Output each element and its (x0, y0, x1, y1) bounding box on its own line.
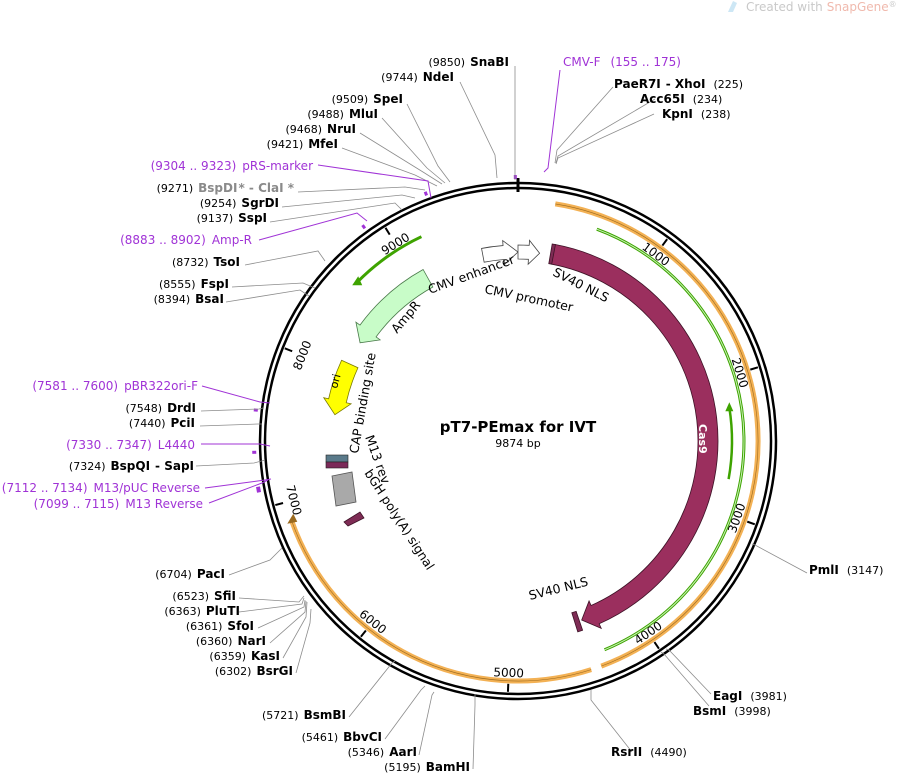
primer-mark-m13puc (256, 486, 261, 491)
label-cas9: Cas9 (696, 424, 709, 454)
watermark-prefix: Created with (746, 0, 823, 14)
enzyme-sfoi: (6361)SfoI (186, 619, 254, 633)
orange-arrowhead (287, 513, 298, 524)
primer-l4440: (7330 .. 7347)L4440 (66, 438, 195, 452)
enzyme-mlui: (9488)MluI (307, 107, 378, 121)
tick-label-5000: 5000 (493, 665, 524, 680)
label-ori: ori (327, 373, 343, 390)
tick-mark-3000 (746, 520, 756, 526)
feature-sv40-nls-2 (571, 610, 584, 633)
enzyme-nrui: (9468)NruI (285, 122, 356, 136)
enzyme-pcii: (7440)PciI (129, 416, 195, 430)
enzyme-paci: (6704)PacI (155, 567, 225, 581)
feature-sv40-nls-1 (548, 243, 556, 265)
label-cmv-promoter: CMV promoter (483, 281, 575, 315)
enzyme-tsoi: (8732)TsoI (172, 255, 240, 269)
tick-mark-8000 (284, 347, 293, 353)
enzyme-bspqi-sapi: (7324)BspQI- SapI (69, 459, 194, 473)
feature-ori-6 (322, 359, 359, 416)
snapgene-watermark: Created with SnapGene® (728, 0, 897, 14)
enzyme-spei: (9509)SpeI (332, 92, 403, 106)
enzyme-sfii: (6523)SfiI (172, 589, 236, 603)
orange-arc-lower (289, 520, 592, 684)
enzyme-drdi: (7548)DrdI (125, 401, 196, 415)
enzyme-mfei: (9421)MfeI (267, 137, 338, 151)
enzyme-bbvci: (5461)BbvCI (302, 730, 382, 744)
enzyme-fspi: (8555)FspI (159, 277, 229, 291)
feature-bgh-polya-box (331, 471, 357, 507)
tick-mark-4000 (653, 641, 660, 650)
orange-arc-lower-edge (291, 521, 592, 682)
tick-mark-6000 (360, 629, 367, 638)
enzyme-sgrdi: (9254)SgrDI (200, 196, 279, 210)
feature-layer (252, 174, 761, 684)
primer-pbr322ori-f: (7581 .. 7600)pBR322ori-F (32, 379, 198, 393)
label-bgh-polya: bGH poly(A) signal (361, 466, 437, 572)
primer-mark-prs (423, 191, 429, 196)
plasmid-length: 9874 bp (495, 437, 540, 450)
tick-mark-1000 (661, 238, 668, 247)
primer-m13-puc-reverse: (7112 .. 7134)M13/pUC Reverse (2, 481, 200, 495)
label-sv40-nls-bottom: SV40 NLS (527, 574, 590, 603)
orange-arc-upper-edge (555, 203, 759, 667)
primer-amp-r: (8883 .. 8902)Amp-R (120, 233, 252, 247)
enzyme-snabi: (9850)SnaBI (429, 55, 509, 69)
feature-cap-binding-site-box (325, 454, 349, 463)
watermark-reg: ® (889, 0, 897, 9)
enzyme-bsai: (8394)BsaI (154, 292, 224, 306)
enzyme-acc65i: Acc65I(234) (640, 92, 722, 106)
enzyme-pmli: PmlI(3147) (809, 563, 883, 577)
primer-mark-m13 (256, 488, 261, 493)
tick-mark-7000 (275, 502, 284, 507)
feature-small-nls-left (343, 511, 365, 527)
enzyme-bspdi-clai: (9271)BspDI* - ClaI * (157, 181, 295, 195)
tick-label-8000: 8000 (290, 339, 314, 373)
snapgene-logo-icon (728, 1, 737, 12)
watermark-brand: SnapGene (827, 0, 889, 14)
feature-cas9-0 (550, 243, 719, 630)
enzyme-eagi: EagI(3981) (713, 689, 787, 703)
leader-lines (195, 66, 808, 770)
primer-m13-reverse: (7099 .. 7115)M13 Reverse (34, 497, 203, 511)
primer-leader-lines (201, 69, 561, 504)
enzyme-bsmbi: (5721)BsmBI (262, 708, 346, 722)
green-arc-left (356, 235, 423, 284)
green-arrowhead-left (352, 276, 363, 286)
enzyme-paer7i-xhoi: PaeR7I- XhoI(225) (614, 77, 743, 91)
tick-mark-2000 (749, 366, 759, 371)
tick-label-7000: 7000 (283, 484, 304, 517)
green-arc-inner (727, 407, 734, 480)
enzyme-kasi: (6359)KasI (209, 649, 280, 663)
feature-m13-rev-box (325, 461, 349, 469)
plasmid-name: pT7-PEmax for IVT (440, 418, 597, 436)
feature-cmv-enhancer-3 (481, 239, 519, 266)
enzyme-bsrgi: (6302)BsrGI (215, 664, 293, 678)
enzyme-bsmi: BsmI(3998) (693, 704, 771, 718)
enzyme-labels: (9850)SnaBI (9744)NdeI (9509)SpeI (9488)… (69, 55, 884, 774)
enzyme-pluti: (6363)PluTI (164, 604, 240, 618)
enzyme-kpni: KpnI(238) (662, 107, 731, 121)
primer-mark-amp-r (361, 224, 367, 230)
primer-cmv-f: CMV-F(155 .. 175) (563, 55, 681, 69)
enzyme-bamhi: (5195)BamHI (384, 760, 470, 774)
enzyme-ndei: (9744)NdeI (381, 70, 454, 84)
green-arrowhead-inner (725, 402, 734, 412)
primer-labels: CMV-F(155 .. 175) (9304 .. 9323)pRS-mark… (2, 55, 681, 511)
primer-prs-marker: (9304 .. 9323)pRS-marker (151, 159, 313, 173)
enzyme-sspi: (9137)SspI (197, 211, 267, 225)
enzyme-aari: (5346)AarI (348, 745, 417, 759)
enzyme-nari: (6360)NarI (196, 634, 266, 648)
tick-mark-9000 (384, 227, 391, 236)
feature-cmv-promoter-4 (517, 239, 541, 266)
feature-ampr-5 (355, 268, 434, 344)
enzyme-rsrii: RsrII(4490) (611, 745, 687, 759)
green-arc-outer-core (596, 228, 745, 651)
